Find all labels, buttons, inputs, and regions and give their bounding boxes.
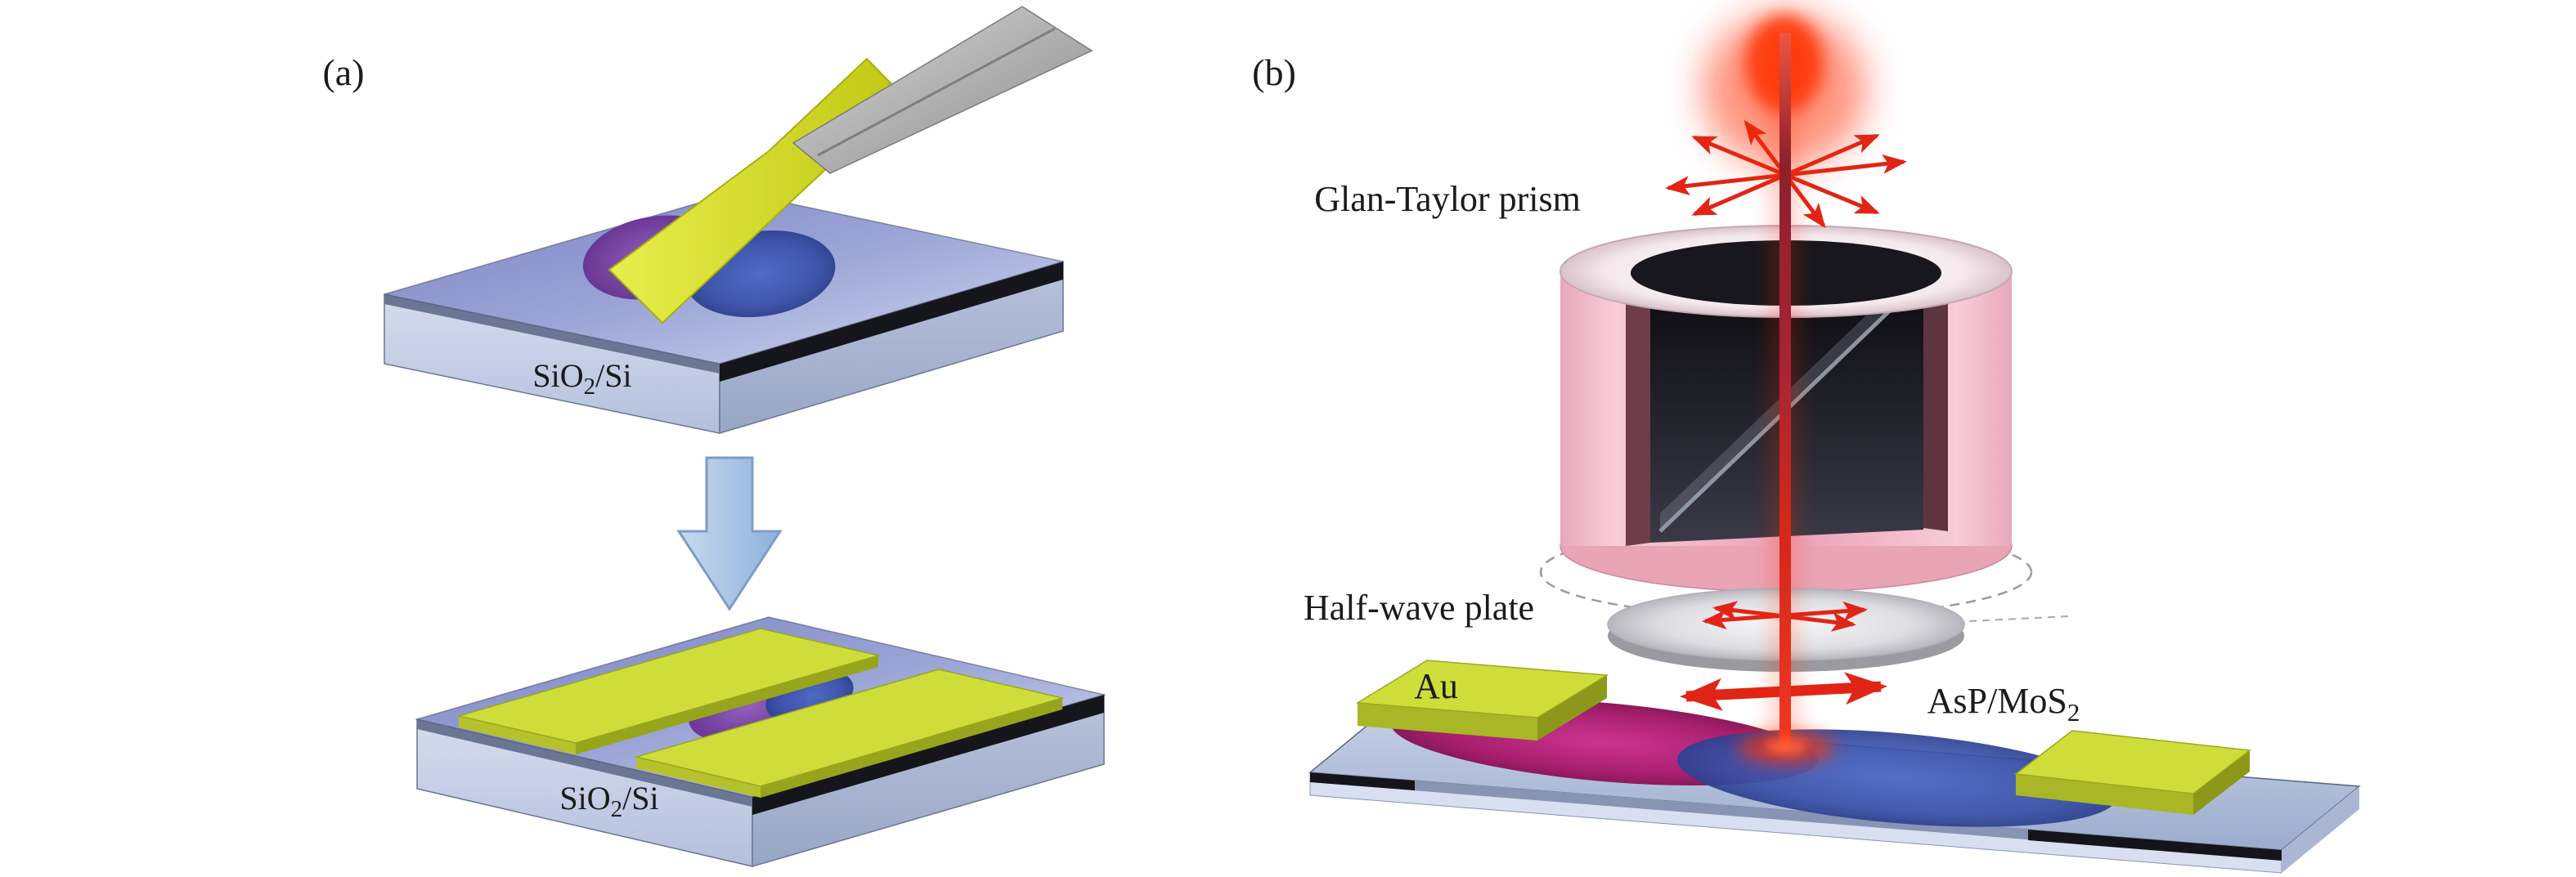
au-electrode-right <box>2014 730 2251 815</box>
au-electrode-right-side <box>2193 750 2250 815</box>
sample-dark-layer-left <box>1310 772 1415 790</box>
substrate-bottom-dark-layer <box>752 695 1104 815</box>
electrode-left-side-edge <box>459 716 576 754</box>
half-wave-plate-dashed-guide <box>1968 615 2070 622</box>
electrode-left <box>456 628 881 754</box>
au-electrode-left-side <box>1537 675 1607 741</box>
laser-beam <box>1703 12 1866 764</box>
electrode-right-front-edge <box>761 698 1062 798</box>
prism-label: Glan-Taylor prism <box>1314 179 1581 219</box>
sample-stage <box>1308 660 2361 874</box>
substrate-bottom-oxide-strip <box>417 719 752 807</box>
substrate-top-label-sub: 2 <box>584 374 596 400</box>
sample-label-pre: AsP/MoS <box>1928 681 2067 721</box>
substrate-bottom-label-sub: 2 <box>611 796 623 822</box>
substrate-bottom-label-pre: SiO <box>559 780 610 817</box>
prism-cut-face-left <box>1626 286 1650 546</box>
beam-spot-core <box>1766 738 1806 754</box>
tweezers-icon <box>792 6 1093 174</box>
substrate-top-label-pre: SiO <box>532 357 583 394</box>
sample-dark-layer-right <box>2028 830 2282 861</box>
panel-b-label: (b) <box>1252 51 1296 93</box>
substrate-bottom-label-post: /Si <box>622 780 658 817</box>
au-label: Au <box>1414 666 1458 706</box>
electrode-left-front-edge <box>576 656 878 754</box>
panel-a: SiO2/Si SiO2/Si <box>322 6 1106 867</box>
electrode-right-top <box>634 669 1065 787</box>
process-arrow-down <box>676 456 783 611</box>
au-electrode-left <box>1355 660 1609 741</box>
sample-label: AsP/MoS2 <box>1928 681 2080 727</box>
substrate-top-dark-layer <box>720 262 1063 382</box>
half-wave-plate-label: Half-wave plate <box>1304 588 1534 628</box>
panel-b: (b) Glan-Taylor prism Half-wave plate Au… <box>1252 12 2361 874</box>
substrate-top-label-post: /Si <box>595 357 631 394</box>
au-electrode-left-front <box>1358 703 1537 741</box>
electrode-right <box>634 669 1065 798</box>
sample-right-face <box>2282 786 2359 873</box>
substrate-bottom-label: SiO2/Si <box>559 780 658 822</box>
electrode-right-side-edge <box>636 757 761 798</box>
substrate-bottom: SiO2/Si <box>415 616 1106 867</box>
prism-base-dashed-outline <box>1539 526 2033 619</box>
beam-rod <box>1779 33 1791 750</box>
substrate-top-oxide-strip <box>384 294 720 374</box>
electrode-left-top <box>456 628 881 744</box>
sample-label-sub: 2 <box>2067 698 2080 727</box>
substrate-top: SiO2/Si <box>384 6 1093 435</box>
half-wave-plate <box>1607 588 2070 672</box>
substrate-top-label: SiO2/Si <box>532 357 631 400</box>
au-electrode-right-front <box>2016 774 2193 815</box>
au-electrode-right-top <box>2014 730 2251 794</box>
panel-a-label: (a) <box>322 51 364 93</box>
prism-cut-face-right <box>1923 275 1948 531</box>
au-electrode-left-top <box>1355 660 1609 718</box>
tweezers-seam <box>817 27 1056 157</box>
